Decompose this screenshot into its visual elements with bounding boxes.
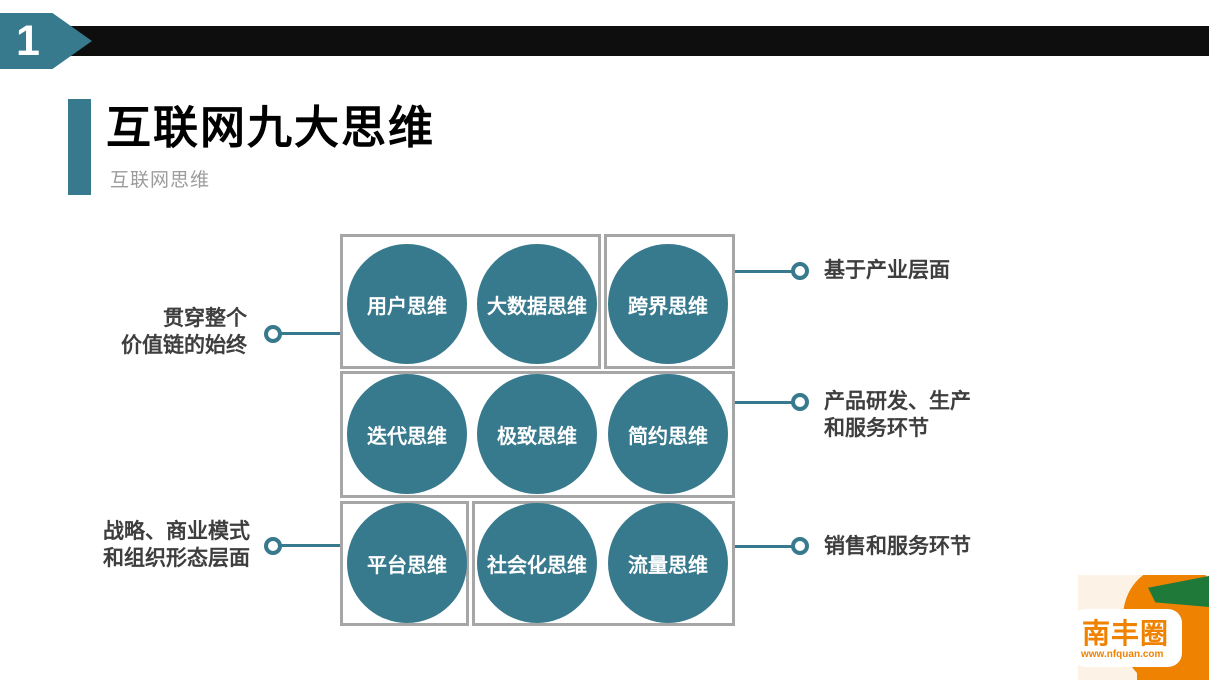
annotation-line: 产品研发、生产 bbox=[824, 390, 971, 413]
circle-traffic-thinking: 流量思维 bbox=[608, 503, 728, 623]
circle-bigdata-thinking: 大数据思维 bbox=[477, 244, 597, 364]
page-number: 1 bbox=[16, 17, 40, 65]
connector-ring-left-2 bbox=[264, 537, 282, 555]
annotation-left-strategy: 战略、商业模式 和组织形态层面 bbox=[103, 518, 250, 572]
logo-brand-name: 南丰圈 bbox=[1082, 618, 1170, 649]
page-subtitle: 互联网思维 bbox=[110, 170, 211, 191]
title-accent-bar bbox=[68, 99, 91, 195]
circle-label: 迭代思维 bbox=[367, 425, 447, 448]
connector-ring-right-1 bbox=[791, 262, 809, 280]
annotation-right-sales-service: 销售和服务环节 bbox=[824, 533, 971, 560]
circle-ultimate-thinking: 极致思维 bbox=[477, 374, 597, 494]
top-black-bar bbox=[20, 26, 1209, 56]
connector-line-right-3 bbox=[735, 545, 792, 548]
annotation-line: 战略、商业模式 bbox=[103, 520, 250, 543]
circle-social-thinking: 社会化思维 bbox=[477, 503, 597, 623]
annotation-line: 价值链的始终 bbox=[121, 334, 247, 357]
circle-label: 极致思维 bbox=[497, 425, 577, 448]
connector-line-left-2 bbox=[280, 544, 340, 547]
annotation-line: 销售和服务环节 bbox=[824, 535, 971, 558]
circle-crossover-thinking: 跨界思维 bbox=[608, 244, 728, 364]
circle-platform-thinking: 平台思维 bbox=[347, 503, 467, 623]
circle-label: 简约思维 bbox=[628, 425, 708, 448]
circle-iteration-thinking: 迭代思维 bbox=[347, 374, 467, 494]
circle-label: 平台思维 bbox=[367, 554, 447, 577]
page-number-badge: 1 bbox=[0, 13, 92, 69]
annotation-left-value-chain: 贯穿整个 价值链的始终 bbox=[121, 305, 247, 359]
annotation-line: 贯穿整个 bbox=[163, 307, 247, 330]
connector-ring-right-3 bbox=[791, 537, 809, 555]
circle-simplicity-thinking: 简约思维 bbox=[608, 374, 728, 494]
nfquan-logo: 南丰圈 www.nfquan.com bbox=[1078, 575, 1209, 680]
annotation-line: 基于产业层面 bbox=[824, 259, 950, 282]
connector-line-right-2 bbox=[735, 401, 792, 404]
connector-line-right-1 bbox=[735, 270, 792, 273]
connector-line-left-1 bbox=[280, 332, 340, 335]
circle-label: 用户思维 bbox=[367, 295, 447, 318]
annotation-line: 和组织形态层面 bbox=[103, 547, 250, 570]
annotation-line: 和服务环节 bbox=[824, 417, 929, 440]
circle-user-thinking: 用户思维 bbox=[347, 244, 467, 364]
logo-white-bubble bbox=[1078, 609, 1182, 667]
connector-ring-right-2 bbox=[791, 393, 809, 411]
annotation-right-rnd-production: 产品研发、生产 和服务环节 bbox=[824, 388, 971, 442]
circle-label: 跨界思维 bbox=[628, 295, 708, 318]
page-title: 互联网九大思维 bbox=[106, 102, 436, 153]
logo-website-url: www.nfquan.com bbox=[1081, 649, 1164, 660]
circle-label: 社会化思维 bbox=[487, 554, 587, 577]
circle-label: 流量思维 bbox=[628, 554, 708, 577]
connector-ring-left-1 bbox=[264, 325, 282, 343]
annotation-right-industry: 基于产业层面 bbox=[824, 257, 950, 284]
circle-label: 大数据思维 bbox=[487, 295, 587, 318]
